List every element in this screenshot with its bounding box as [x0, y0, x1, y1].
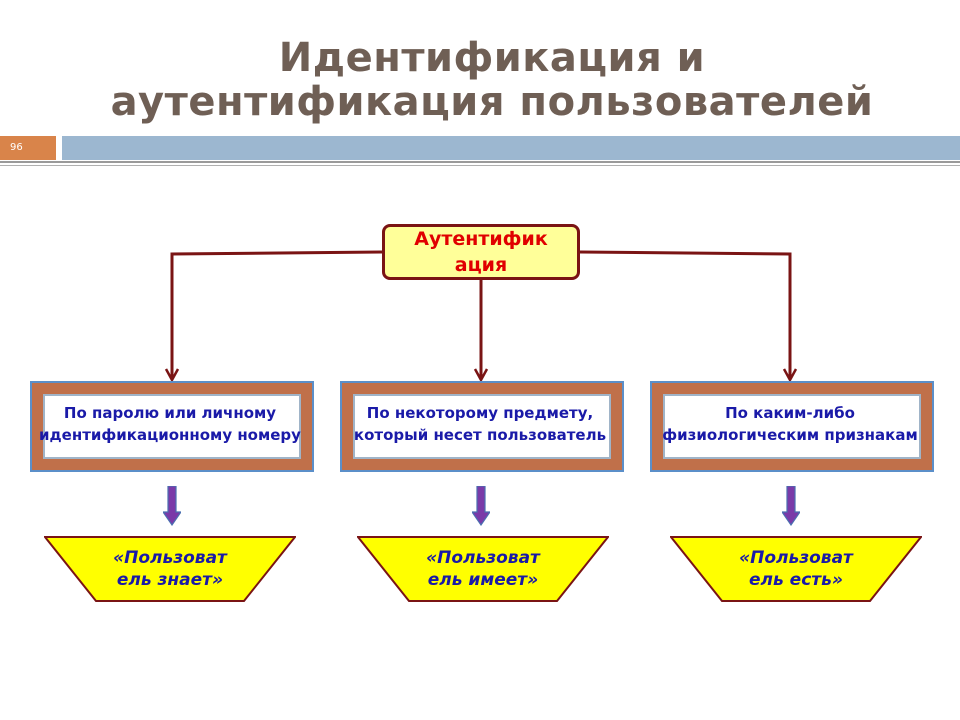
result-text-line1: «Пользоват	[113, 548, 227, 568]
method-text-line1: По некоторому предмету,	[366, 404, 594, 422]
method-text-line2: физиологическим признакам	[662, 426, 918, 444]
result-text-knows: «Пользоват ель знает»	[44, 547, 296, 591]
method-text-line1: По паролю или личному	[63, 404, 277, 422]
result-shape-is	[670, 536, 922, 602]
method-text-line1: По каким-либо	[725, 404, 855, 422]
arrowhead-middle	[473, 368, 489, 383]
arrowhead-right	[782, 368, 798, 383]
header-rule	[0, 161, 960, 163]
result-text-line2: ель знает»	[116, 570, 224, 590]
method-box-password	[30, 381, 314, 472]
authentication-node: Аутентифик ация	[382, 224, 580, 280]
connector-right	[579, 250, 792, 378]
slide-title-line2: аутентификация пользователей	[110, 79, 874, 125]
method-text-password: По паролю или личному идентификационному…	[0, 402, 340, 450]
authentication-node-line2: ация	[454, 254, 508, 276]
slide-title-line1: Идентификация и	[278, 35, 706, 81]
result-text-is: «Пользоват ель есть»	[670, 547, 922, 591]
authentication-node-line1: Аутентифик	[414, 228, 548, 250]
result-shape-has	[357, 536, 609, 602]
result-text-line1: «Пользоват	[739, 548, 853, 568]
down-arrow-icon	[472, 486, 490, 526]
method-box-inner	[43, 394, 301, 459]
method-box-biometric	[650, 381, 934, 472]
method-text-line2: идентификационному номеру	[39, 426, 301, 444]
method-box-inner	[353, 394, 611, 459]
slide-title: Идентификация и аутентификация пользоват…	[0, 36, 960, 124]
result-text-line2: ель имеет»	[427, 570, 539, 590]
result-shape-knows	[44, 536, 296, 602]
result-text-has: «Пользоват ель имеет»	[357, 547, 609, 591]
method-text-line2: который несет пользователь	[353, 426, 607, 444]
header-bar	[62, 136, 960, 160]
connector-left	[170, 250, 383, 378]
result-text-line1: «Пользоват	[426, 548, 540, 568]
method-text-biometric: По каким-либо физиологическим признакам	[620, 402, 960, 450]
method-text-object: По некоторому предмету, который несет по…	[310, 402, 650, 450]
result-text-line2: ель есть»	[749, 570, 843, 590]
slide-number: 96	[0, 136, 56, 160]
arrowhead-left	[164, 368, 180, 383]
header-rule-thin	[0, 165, 960, 166]
down-arrow-icon	[782, 486, 800, 526]
method-box-object	[340, 381, 624, 472]
method-box-inner	[663, 394, 921, 459]
down-arrow-icon	[163, 486, 181, 526]
